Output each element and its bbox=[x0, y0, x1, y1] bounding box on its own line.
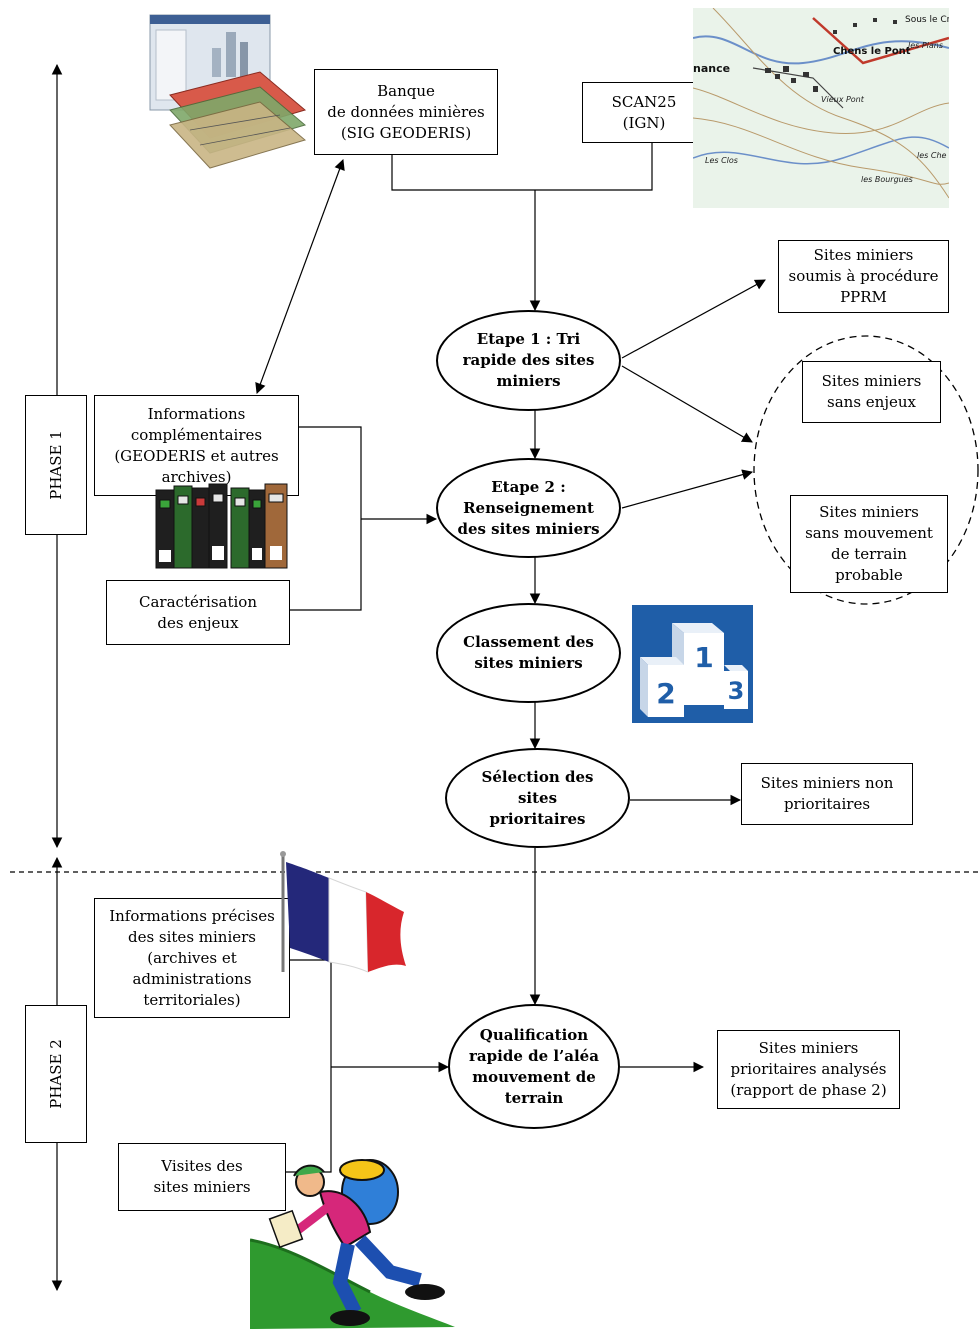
topographic-map-image: Chens le Pont les Plans Sous le Cr nance… bbox=[693, 8, 949, 208]
map-label-che: les Che bbox=[917, 151, 947, 160]
etape1-step: Etape 1 : Tri rapide des sites miniers bbox=[436, 310, 621, 411]
pprm-box: Sites miniers soumis à procédure PPRM bbox=[778, 240, 949, 313]
phase2-text: PHASE 2 bbox=[47, 1039, 65, 1109]
infos-connector bbox=[290, 426, 362, 611]
map-label-vieux: Vieux Pont bbox=[821, 95, 865, 104]
analyses-box: Sites miniers prioritaires analysés (rap… bbox=[717, 1030, 900, 1109]
infos-complementaires-box: Informations complémentaires (GEODERIS e… bbox=[94, 395, 299, 496]
qualification-step: Qualification rapide de l’aléa mouvement… bbox=[448, 1004, 620, 1129]
map-label-chens: Chens le Pont bbox=[833, 46, 911, 57]
dashed-group bbox=[753, 335, 979, 605]
arrow-to-pprm bbox=[621, 279, 766, 359]
sans-mouvement-box: Sites miniers sans mouvement de terrain … bbox=[790, 495, 948, 593]
gis-layers-image bbox=[149, 14, 307, 169]
phase2-label: PHASE 2 bbox=[25, 1005, 87, 1143]
podium-image: 1 2 3 bbox=[632, 605, 753, 723]
arrow-banque-infos bbox=[255, 158, 345, 395]
banque-box: Banque de données minières (SIG GEODERIS… bbox=[314, 69, 498, 155]
hiker-image bbox=[250, 1159, 455, 1329]
etape2-step: Etape 2 : Renseignement des sites minier… bbox=[436, 458, 621, 558]
phase1-text: PHASE 1 bbox=[47, 430, 65, 500]
scan25-box: SCAN25 (IGN) bbox=[582, 82, 706, 143]
sans-enjeux-box: Sites miniers sans enjeux bbox=[802, 361, 941, 423]
map-label-clos: Les Clos bbox=[705, 156, 738, 165]
phase2-inputs-connector bbox=[286, 959, 332, 1173]
non-prioritaires-box: Sites miniers non prioritaires bbox=[741, 763, 913, 825]
banque-scan-connector bbox=[391, 143, 653, 191]
map-label-plans: les Plans bbox=[908, 41, 943, 50]
phase1-label: PHASE 1 bbox=[25, 395, 87, 535]
archive-books-image bbox=[155, 483, 288, 569]
selection-step: Sélection des sites prioritaires bbox=[445, 748, 630, 848]
visites-box: Visites des sites miniers bbox=[118, 1143, 286, 1211]
caracterisation-box: Caractérisation des enjeux bbox=[106, 580, 290, 645]
podium-second: 2 bbox=[656, 677, 675, 710]
french-flag-image bbox=[280, 851, 406, 973]
arrow-to-sans-mouvement bbox=[621, 469, 754, 509]
arrow-to-sans-enjeux bbox=[621, 365, 753, 443]
map-label-nance: nance bbox=[693, 62, 730, 75]
classement-step: Classement des sites miniers bbox=[436, 603, 621, 703]
infos-precises-box: Informations précises des sites miniers … bbox=[94, 898, 290, 1018]
podium-third: 3 bbox=[728, 677, 745, 705]
map-label-bourgues: les Bourgues bbox=[861, 175, 913, 184]
map-label-sous: Sous le Cr bbox=[905, 15, 949, 25]
podium-first: 1 bbox=[694, 641, 713, 674]
